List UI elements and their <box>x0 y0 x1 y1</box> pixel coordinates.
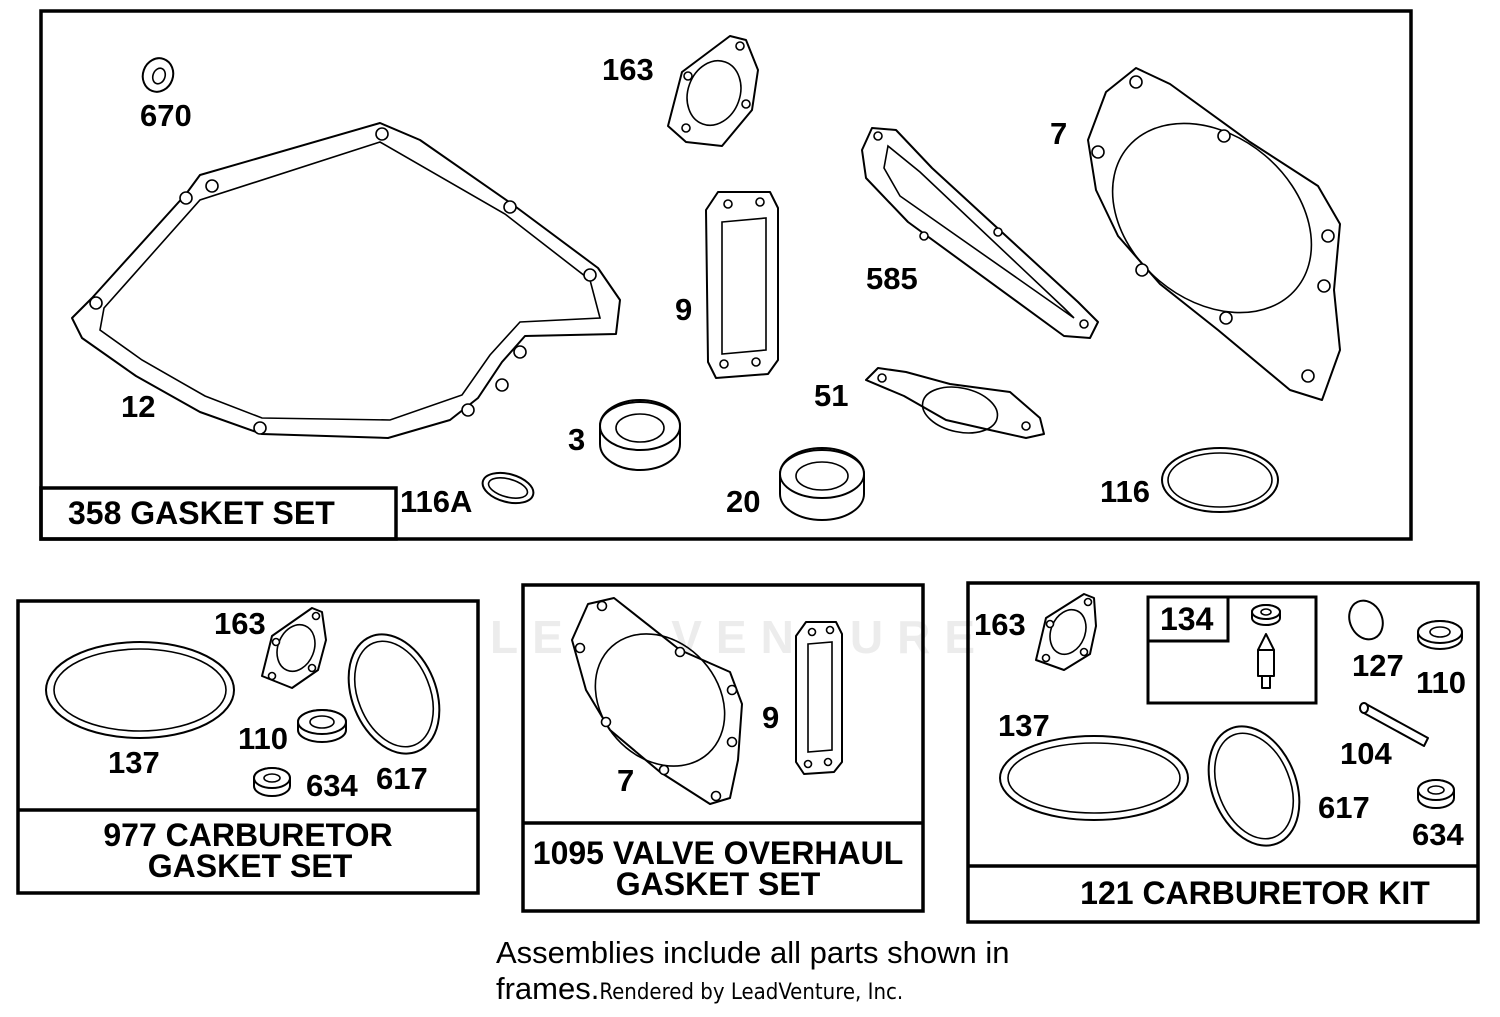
frame-carburetor-kit: 121 CARBURETOR KIT 134 163 127 <box>966 581 1480 924</box>
footer-note: Assemblies include all parts shown in fr… <box>496 935 1096 1011</box>
part-670-seal <box>141 57 175 93</box>
part-12-crankcase-gasket <box>71 122 621 439</box>
kit-label-box-358 <box>39 486 398 541</box>
callout-121-617: 617 <box>1318 790 1370 825</box>
part-121-110-washer <box>1417 620 1463 650</box>
part-127-plug <box>1348 599 1384 641</box>
sub-kit-label-box-134 <box>1146 595 1230 643</box>
watermark-text: LEADVENTURE <box>490 611 990 663</box>
part-121-163-gasket <box>1035 593 1097 671</box>
part-977-110-washer <box>297 709 347 743</box>
callout-1095-9: 9 <box>762 700 779 735</box>
callout-977-163: 163 <box>214 606 266 641</box>
part-20-oil-seal <box>779 447 865 521</box>
part-121-137-gasket <box>999 735 1189 821</box>
frame-main-gasket-set: 358 GASKET SET 670 12 <box>39 9 1413 541</box>
callout-121-163: 163 <box>974 607 1026 642</box>
callout-51: 51 <box>814 378 848 413</box>
part-134-needle-and-seat <box>1251 604 1281 689</box>
callout-121-137: 137 <box>998 708 1050 743</box>
part-116A-o-ring <box>481 471 535 505</box>
callout-163: 163 <box>602 52 654 87</box>
kit-label-1095-line2: GASKET SET <box>616 866 821 902</box>
part-977-617-gasket <box>347 633 441 755</box>
part-137-gasket <box>45 641 235 739</box>
kit-label-1095-line1: 1095 VALVE OVERHAUL <box>533 835 903 871</box>
callout-977-634: 634 <box>306 768 358 803</box>
kit-label-977-line1: 977 CARBURETOR <box>103 817 392 853</box>
callout-9: 9 <box>675 292 692 327</box>
part-9-breather-gasket <box>705 191 779 379</box>
kit-label-121: 121 CARBURETOR KIT <box>1080 875 1430 911</box>
part-116-o-ring <box>1161 447 1279 513</box>
callout-121-127: 127 <box>1352 648 1404 683</box>
frame-carburetor-gasket-set: 977 CARBURETOR GASKET SET 137 163 617 <box>16 599 480 895</box>
part-163-intake-gasket <box>667 35 759 147</box>
part-977-163-gasket <box>261 607 327 689</box>
sub-kit-label-134: 134 <box>1160 601 1214 637</box>
part-51-exhaust-gasket <box>865 367 1045 439</box>
callout-7: 7 <box>1050 116 1067 151</box>
part-7-head-gasket <box>1087 67 1341 401</box>
callout-116A: 116A <box>400 484 472 519</box>
callout-121-104: 104 <box>1340 736 1392 771</box>
frame-valve-overhaul-gasket-set: 1095 VALVE OVERHAUL GASKET SET 7 9 <box>521 583 925 913</box>
part-104-pin <box>1359 702 1429 747</box>
sub-kit-frame-134 <box>1146 595 1318 705</box>
part-585-gasket <box>861 127 1099 339</box>
callout-116: 116 <box>1100 474 1150 509</box>
callout-1095-7: 7 <box>617 763 634 798</box>
callout-585: 585 <box>866 261 918 296</box>
footer-assemblies-note: Assemblies include all parts shown in fr… <box>496 935 1010 1006</box>
footer-rendered-by: Rendered by LeadVenture, Inc. <box>599 980 904 1005</box>
part-121-634-washer <box>1417 779 1455 809</box>
callout-977-617: 617 <box>376 761 428 796</box>
part-121-617-gasket <box>1207 725 1301 847</box>
part-977-634-washer <box>253 767 291 797</box>
kit-label-358: 358 GASKET SET <box>68 495 335 531</box>
part-1095-9-breather-gasket <box>795 621 843 775</box>
kit-label-977-line2: GASKET SET <box>148 848 353 884</box>
part-3-oil-seal <box>599 399 681 471</box>
part-1095-7-head-gasket <box>571 597 743 805</box>
callout-670: 670 <box>140 98 192 133</box>
callout-121-110: 110 <box>1416 665 1466 700</box>
callout-977-137: 137 <box>108 745 160 780</box>
callout-121-634: 634 <box>1412 817 1464 852</box>
callout-3-label: 3 <box>568 422 585 457</box>
callout-977-110: 110 <box>238 721 288 756</box>
callout-12: 12 <box>121 389 155 424</box>
callout-20: 20 <box>726 484 760 519</box>
